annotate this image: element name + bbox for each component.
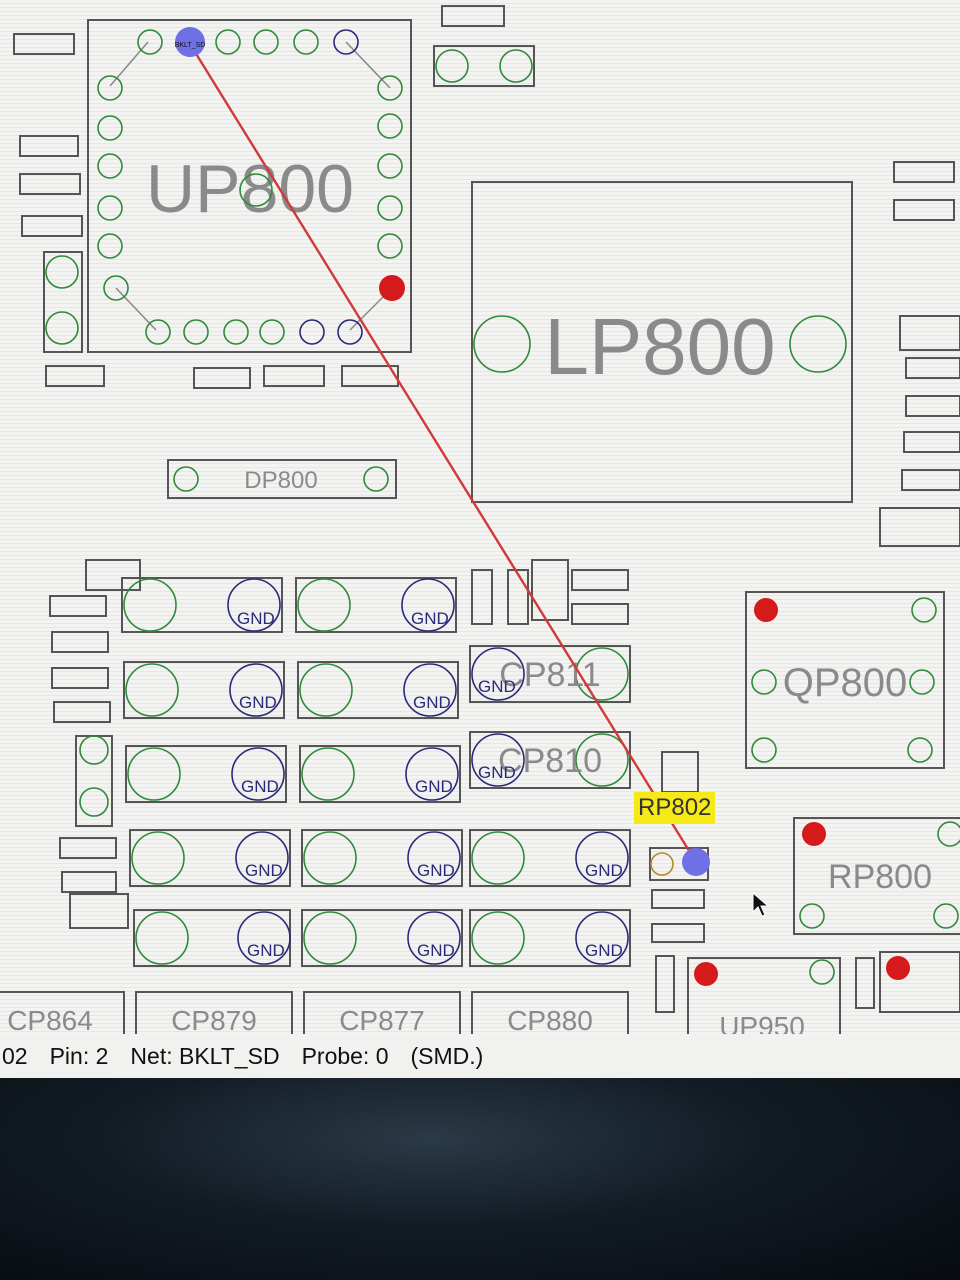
component-small[interactable]	[19, 135, 79, 157]
status-type: (SMD.)	[410, 1042, 484, 1069]
gnd-label: GND	[245, 861, 283, 880]
component-cp810[interactable]	[469, 731, 631, 789]
gnd-label: GND	[478, 677, 516, 696]
component-label-up950: UP950	[719, 1011, 805, 1034]
highlight-tag-label: RP802	[638, 794, 712, 821]
component-label-cp880: CP880	[507, 1005, 593, 1034]
gnd-label: GND	[411, 609, 449, 628]
component-cp879[interactable]	[135, 991, 293, 1034]
gnd-label: GND	[585, 941, 623, 960]
gnd-label: GND	[415, 777, 453, 796]
gnd-label: GND	[417, 941, 455, 960]
status-probe: Probe: 0	[301, 1042, 389, 1069]
status-net: Net: BKLT_SD	[130, 1042, 280, 1069]
capacitor-grid	[49, 559, 875, 1013]
power-pin-right[interactable]	[886, 956, 910, 980]
highlight-tag-rp802[interactable]: RP802	[634, 792, 716, 824]
gnd-label: GND	[241, 777, 279, 796]
component-label-lp800: LP800	[544, 302, 775, 391]
status-pin: Pin: 2	[49, 1042, 109, 1069]
component-qp800[interactable]	[745, 591, 945, 769]
power-pin-rp800[interactable]	[802, 822, 826, 846]
component-small[interactable]	[263, 365, 325, 387]
component-label-cp811: CP811	[499, 656, 600, 694]
power-pin-up800[interactable]	[379, 275, 405, 301]
up800-pins-top	[137, 29, 359, 55]
mouse-cursor-icon	[752, 892, 770, 917]
power-pin-up950[interactable]	[694, 962, 718, 986]
up800-pins-bottom	[145, 319, 363, 345]
component-label-cp877: CP877	[339, 1005, 425, 1034]
pad[interactable]	[435, 49, 469, 83]
component-label-cp879: CP879	[171, 1005, 257, 1034]
component-cp877[interactable]	[303, 991, 461, 1034]
pcb-canvas[interactable]: UP800	[0, 0, 960, 1034]
gnd-label: GND	[239, 693, 277, 712]
component-small[interactable]	[45, 365, 105, 387]
component-rp800[interactable]	[793, 817, 960, 935]
desk-background	[0, 1078, 960, 1280]
selected-pin-net-label: BKLT_SD	[175, 42, 206, 49]
selected-pin-up800[interactable]	[175, 27, 205, 57]
up800-pins-left	[97, 75, 129, 301]
gnd-label: GND	[417, 861, 455, 880]
component-small[interactable]	[19, 173, 81, 195]
gnd-label: GND	[413, 693, 451, 712]
power-pin-qp800[interactable]	[754, 598, 778, 622]
component-label-qp800: QP800	[783, 661, 908, 705]
component-cp864[interactable]	[0, 991, 125, 1034]
status-bar: 02 Pin: 2 Net: BKLT_SD Probe: 0 (SMD.)	[0, 1034, 960, 1078]
component-up950[interactable]	[687, 957, 841, 1034]
up800-pins-right	[377, 75, 403, 259]
component-label-dp800: DP800	[244, 467, 317, 494]
component-cp840[interactable]	[433, 45, 535, 87]
component-cp811[interactable]	[469, 645, 631, 703]
component-label-rp800: RP800	[828, 858, 932, 896]
boardview-screen: UP800	[0, 0, 960, 1078]
gnd-label: GND	[247, 941, 285, 960]
component-cp880[interactable]	[471, 991, 629, 1034]
gnd-label: GND	[585, 861, 623, 880]
component-label-cp864: CP864	[7, 1005, 93, 1034]
component-dp800[interactable]	[167, 459, 397, 499]
status-ref: 02	[2, 1042, 28, 1069]
component-label-cp810: CP810	[498, 742, 602, 780]
net-trace-line	[188, 43, 698, 863]
selected-pin-rp802[interactable]	[682, 848, 710, 876]
component-small[interactable]	[341, 365, 399, 387]
gnd-label: GND	[237, 609, 275, 628]
component-small[interactable]	[21, 215, 83, 237]
lp800-pad-1[interactable]	[789, 315, 847, 373]
component-label-up800: UP800	[146, 151, 354, 227]
component-top-mid[interactable]	[441, 5, 505, 27]
component-lp800[interactable]	[471, 181, 853, 503]
component-up800[interactable]	[87, 19, 412, 353]
component-small-vertical[interactable]	[43, 251, 83, 353]
gnd-label: GND	[478, 763, 516, 782]
component-small[interactable]	[193, 367, 251, 389]
lp800-pad-2[interactable]	[473, 315, 531, 373]
up800-center-pad[interactable]	[239, 173, 273, 207]
component-top-left[interactable]	[13, 33, 75, 55]
pad[interactable]	[499, 49, 533, 83]
